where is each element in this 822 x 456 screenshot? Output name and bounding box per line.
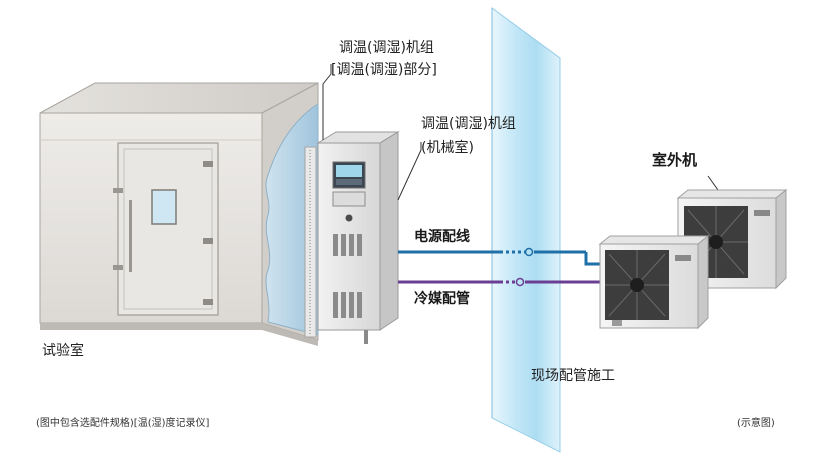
refrigerant-piping-line [398,277,600,287]
label-unit-machine-line1: 调温(调湿)机组 [421,116,516,132]
temperature-recorder [332,191,366,207]
test-room [39,82,319,346]
test-room-base [40,323,318,346]
footnote-left: (图中包含选配件规格)[温(湿)度记录仪] [36,418,210,429]
label-unit-panel-line1: 调温(调湿)机组 [339,40,434,56]
power-wiring-line [398,247,600,266]
label-refrigerant-piping: 冷媒配管 [414,291,470,307]
label-power-wiring: 电源配线 [414,229,470,245]
power-switch-icon [345,214,353,222]
label-outdoor-unit: 室外机 [652,151,698,169]
label-site-piping: 现场配管施工 [531,368,615,384]
footnote-right: (示意图) [737,418,775,429]
conditioning-unit [304,131,400,344]
door-hinge [203,161,213,167]
label-unit-panel-line2: [调温(调湿)部分] [331,62,437,78]
door-handle [129,200,132,272]
door-window [151,189,177,225]
glass-wall [491,7,561,453]
test-room-door [117,142,219,316]
label-unit-machine-line2: (机械室) [421,140,474,156]
fan-icon [630,278,644,292]
label-test-room: 试验室 [42,343,84,359]
outdoor-unit-front [598,234,710,330]
